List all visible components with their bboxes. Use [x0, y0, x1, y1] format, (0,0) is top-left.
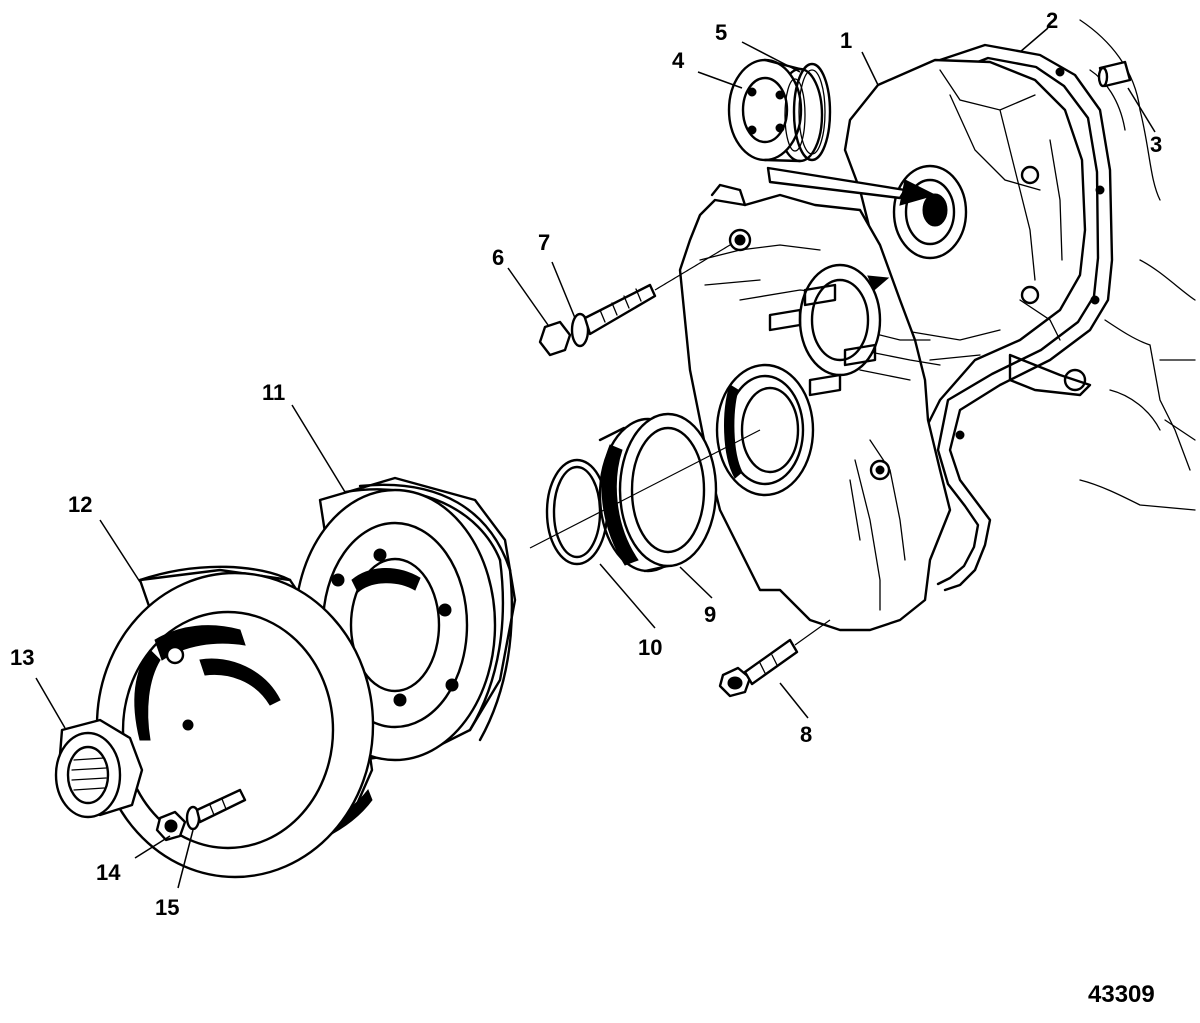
vibration-damper	[95, 565, 375, 879]
callout-10: 10	[638, 635, 662, 660]
callout-7: 7	[538, 230, 550, 255]
lower-cover-bolt	[718, 619, 831, 698]
cover-plug	[727, 58, 824, 163]
callout-14: 14	[96, 860, 121, 885]
callout-8: 8	[800, 722, 812, 747]
callout-15: 15	[155, 895, 179, 920]
callout-labels: 1 2 3 4 5 6 7 8 9 10 11 12 13 14 15	[10, 8, 1162, 920]
callout-5: 5	[715, 20, 727, 45]
pulley-retaining-nut	[54, 718, 144, 819]
install-arrow	[766, 166, 937, 206]
callout-11: 11	[262, 380, 285, 405]
cover-bolt-with-washer	[538, 244, 731, 357]
spacer-ring	[545, 458, 609, 566]
cover-gasket	[936, 43, 1114, 592]
engine-block-outline	[1079, 19, 1196, 511]
callout-2: 2	[1046, 8, 1058, 33]
callout-13: 13	[10, 645, 34, 670]
o-ring	[792, 62, 832, 162]
damper-bolt-with-washer	[155, 788, 247, 842]
callout-4: 4	[672, 48, 685, 73]
front-cover-plate	[678, 183, 952, 632]
callout-3: 3	[1150, 132, 1162, 157]
figure-id: 43309	[1088, 981, 1155, 1008]
callout-9: 9	[704, 602, 716, 627]
dowel-pin	[1097, 60, 1132, 88]
leader-lines	[35, 27, 1156, 889]
callout-6: 6	[492, 245, 504, 270]
callout-12: 12	[68, 492, 92, 517]
crankshaft-oil-seal	[598, 412, 718, 573]
callout-1: 1	[840, 28, 852, 53]
